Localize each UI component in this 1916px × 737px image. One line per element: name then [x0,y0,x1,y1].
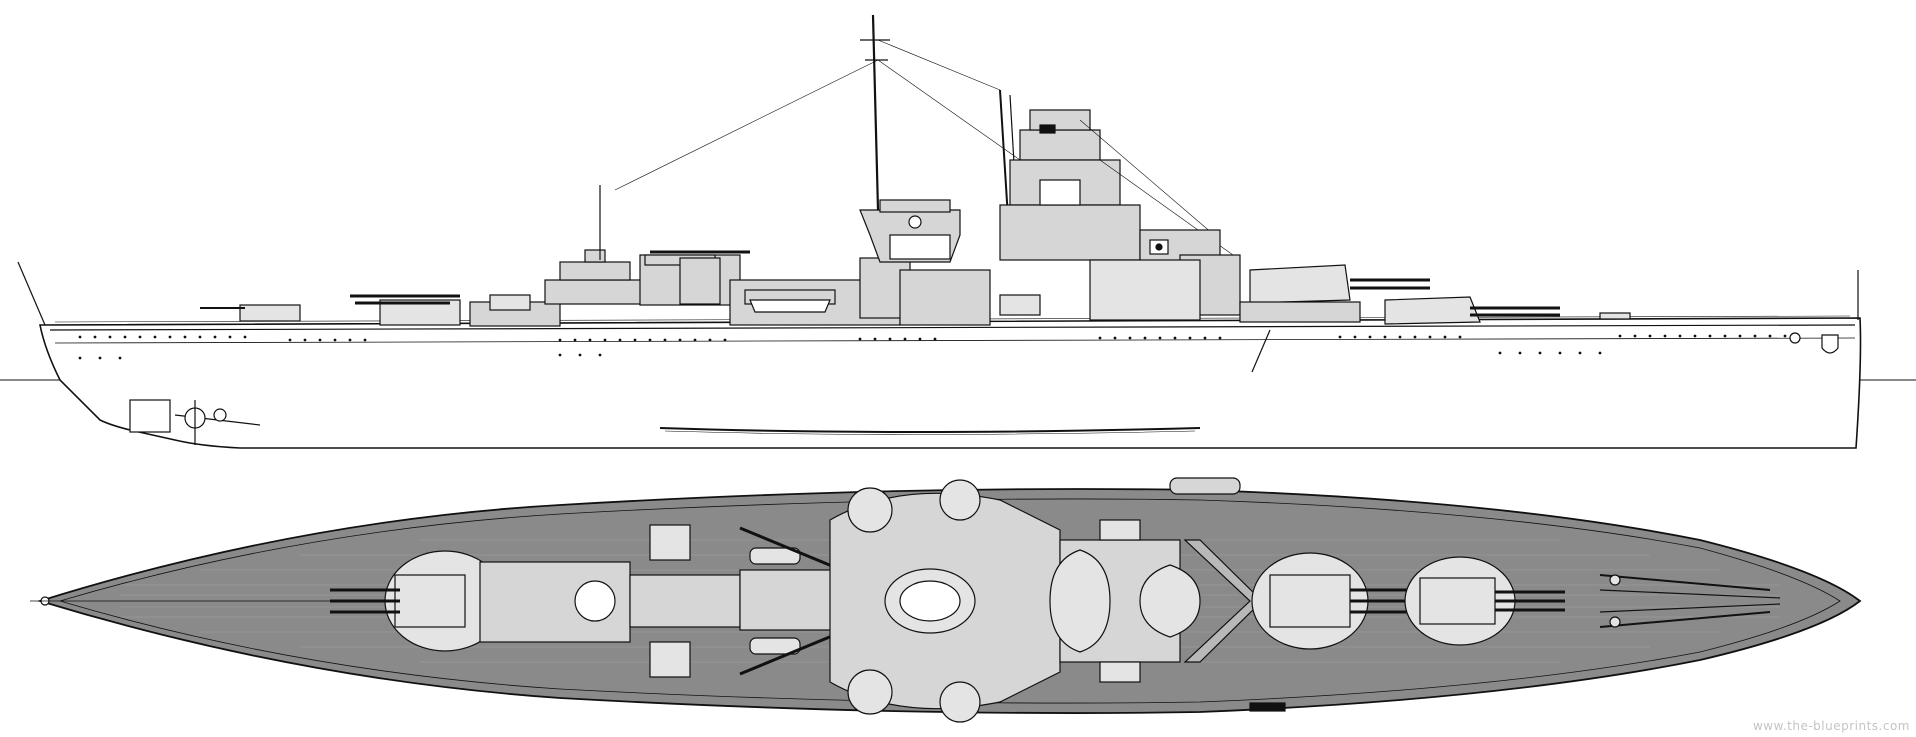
aft-turret-side [350,294,461,326]
deck-line [49,324,1856,331]
anchor-cable [1251,329,1271,373]
forward-turret-b-side [1239,264,1430,323]
bow-crest-icon [1821,334,1839,354]
plan-view [30,477,1862,723]
aft-turret-plan [330,550,506,652]
propeller-assembly [129,399,261,445]
accommodation-ladder [1249,702,1286,712]
aft-superstructure-plan [479,524,741,678]
deck-edge-inner [58,498,1841,704]
porthole-row [78,334,1787,360]
funnel-plan [829,479,1061,723]
midship-structures [729,257,991,326]
side-profile-view [0,14,1916,449]
funnel [859,199,961,263]
fore-tower [999,89,1241,321]
secondary-gun-mounts [200,294,1631,322]
main-mast [614,14,1021,211]
anchor-chains-plan [1599,574,1781,628]
forward-turret-a-plan [1404,556,1565,646]
bridge-plan [1049,519,1201,683]
hull-outline [39,317,1862,449]
watermark: www.the-blueprints.com [1752,719,1910,733]
breakwater [1183,539,1263,663]
bilge-keel [659,427,1201,433]
forward-turret-b-plan [1251,552,1420,650]
motor-launch [1169,477,1241,495]
bilge-keel-inner [664,430,1196,435]
forward-turret-a-side [1384,296,1560,325]
aft-superstructure [469,185,750,327]
stern-flagstaff [17,261,46,326]
anchor-icon [1789,332,1801,344]
sheer-line [54,337,1856,344]
